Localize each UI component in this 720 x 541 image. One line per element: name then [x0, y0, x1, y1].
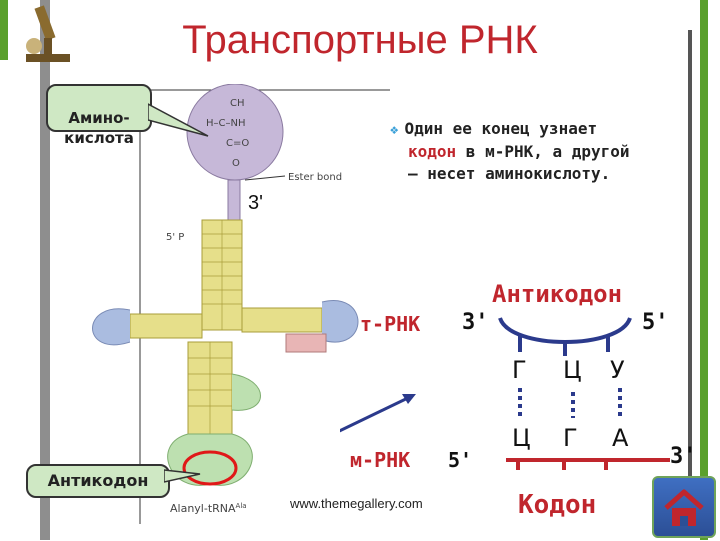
- anticodon-callout-pointer: [164, 469, 201, 483]
- anticodon-base-2: Ц: [563, 356, 582, 384]
- connector-arrowhead: [402, 394, 416, 404]
- amino-acid-o: O: [232, 158, 240, 169]
- mrna-end-left: 5': [448, 448, 473, 472]
- trna-caption: Alanyl-tRNAAla: [170, 502, 247, 515]
- bullet-line1: Один ее конец узнает: [404, 119, 598, 138]
- bullet-text: ❖ Один ее конец узнает кодон в м-РНК, а д…: [390, 118, 700, 185]
- anticodon-callout: Антикодон: [26, 464, 170, 498]
- amino-acid-callout: Амино- кислота: [46, 84, 152, 147]
- home-icon: [664, 489, 704, 526]
- ester-bond-label: Ester bond: [288, 172, 342, 183]
- variable-loop: [285, 333, 327, 353]
- trna-label: т-РНК: [360, 312, 421, 336]
- bullet-codon-word: кодон: [408, 142, 457, 161]
- pairing-lines: [340, 317, 670, 470]
- left-green-bar: [0, 0, 8, 60]
- amino-acid-callout-pointer: [148, 103, 209, 137]
- codon-base-3: А: [612, 424, 629, 452]
- footer-url: www.themegallery.com: [290, 496, 423, 511]
- anticodon-callout-text: Антикодон: [47, 471, 149, 490]
- amino-acid-ch3: CH: [230, 98, 245, 109]
- anticodon-base-1: Г: [512, 356, 527, 384]
- amino-acid-hcnh: H–C–NH: [206, 118, 246, 129]
- trna-end-left: 3': [462, 310, 489, 335]
- trna-end-right: 5': [642, 310, 669, 335]
- codon-base-1: Ц: [512, 424, 531, 452]
- mrna-label: м-РНК: [350, 448, 411, 472]
- d-loop: [92, 308, 131, 346]
- anticodon-base-3: У: [610, 356, 625, 384]
- left-side-bar: [40, 0, 50, 540]
- d-arm-stem: [129, 313, 203, 339]
- right-side-bar-dark: [688, 30, 692, 490]
- mrna-end-right: 3': [670, 444, 697, 469]
- codon-heading: Кодон: [518, 490, 597, 520]
- slide-title: Транспортные РНК: [182, 18, 538, 62]
- bullet-arrow-icon: ❖: [390, 122, 399, 138]
- codon-base-2: Г: [563, 424, 578, 452]
- anticodon-highlight: [182, 450, 238, 486]
- anticodon-heading: Антикодон: [492, 280, 623, 308]
- connector-arrow: [340, 394, 413, 433]
- right-side-bar: [700, 0, 708, 540]
- t-loop: [321, 300, 359, 343]
- bullet-line3: – несет аминокислоту.: [408, 164, 611, 183]
- t-arm-stem: [241, 307, 323, 333]
- amino-acid-co: C=O: [226, 138, 249, 149]
- bullet-line2: в м-РНК, а другой: [456, 142, 630, 161]
- trna-three-prime-label: 3': [248, 192, 263, 214]
- microscope-icon: [26, 5, 70, 62]
- home-button[interactable]: [652, 476, 716, 538]
- acceptor-end: [227, 179, 241, 221]
- amino-acid-callout-text: Амино- кислота: [64, 109, 134, 147]
- extra-loop: [231, 373, 261, 411]
- five-prime-label: 5' P: [166, 232, 184, 243]
